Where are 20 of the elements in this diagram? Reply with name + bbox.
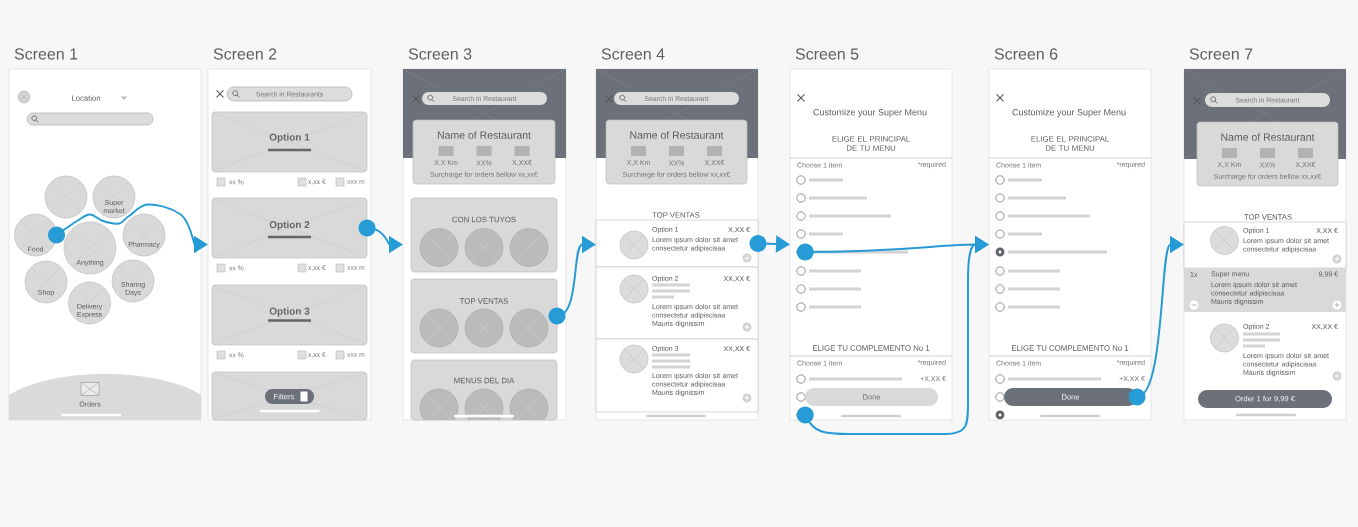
screen-title: Screen 4	[601, 48, 665, 60]
screen-title: Screen 1	[14, 48, 78, 60]
screen-title: Screen 5	[795, 48, 859, 60]
screen-heading: Customize your Super Menu	[1012, 108, 1126, 118]
flow-arrow	[749, 235, 790, 253]
category-circle	[44, 175, 88, 219]
screen-title: Screen 2	[213, 48, 277, 60]
option-card: Option 3	[211, 284, 368, 346]
restaurant-name: Name of Restaurant	[630, 131, 724, 139]
restaurant-name: Name of Restaurant	[437, 131, 531, 139]
flow-arrow	[796, 235, 989, 435]
screen-title: Screen 3	[408, 48, 472, 60]
option-card: Option 1	[211, 111, 368, 173]
screen-title: Screen 6	[994, 48, 1058, 60]
restaurant-name: Name of Restaurant	[1221, 133, 1315, 141]
flow-arrow	[548, 235, 596, 325]
option-card: Option 2	[211, 197, 368, 259]
flow-arrow	[1128, 235, 1184, 406]
screen-title: Screen 7	[1189, 48, 1253, 60]
screen-heading: Customize your Super Menu	[813, 108, 927, 118]
